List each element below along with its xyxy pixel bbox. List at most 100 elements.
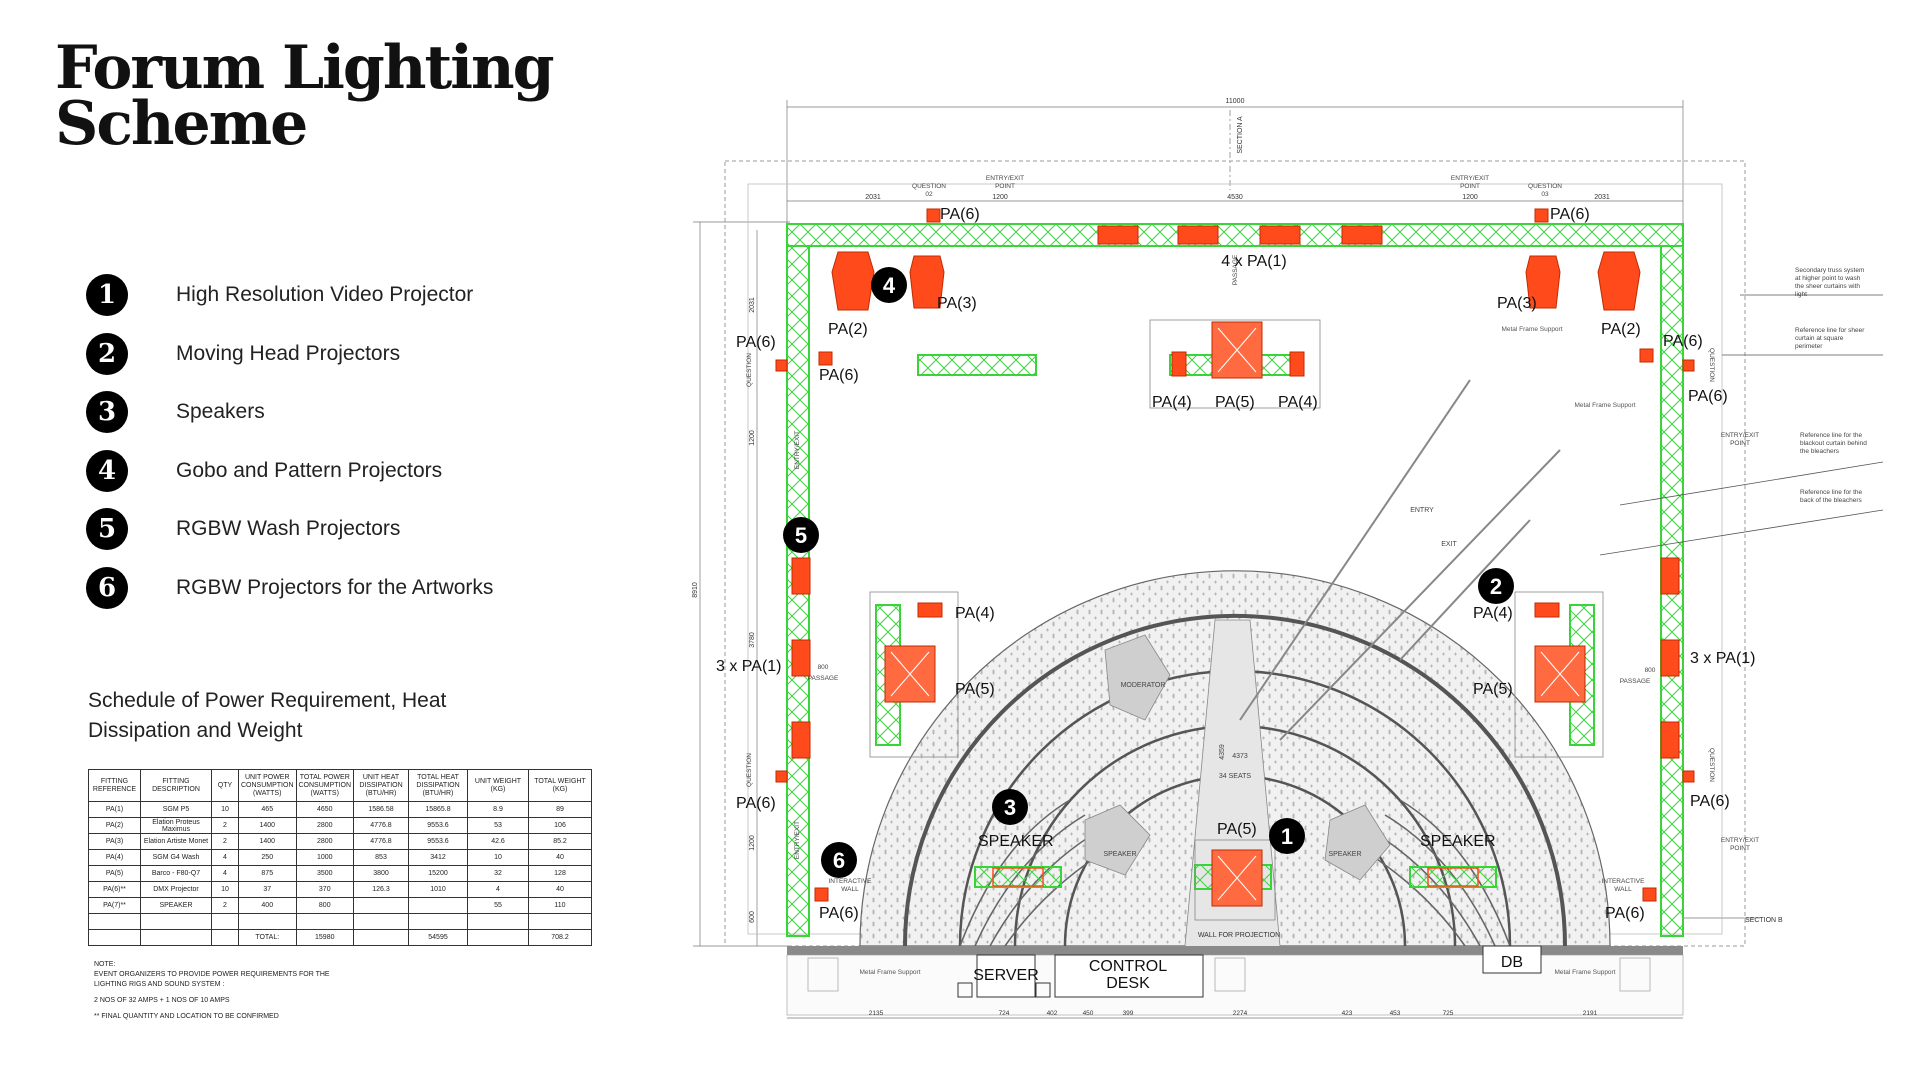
metal-frame-label: Metal Frame Support (1574, 402, 1635, 409)
pa-label: PA(6) (819, 367, 859, 384)
dimension-label: 1200 (1462, 194, 1478, 201)
passage-label: PASSAGE (808, 675, 839, 682)
top-truss-fixture (1177, 225, 1219, 245)
pa-label: PA(4) (1473, 605, 1513, 622)
dmx-fixture (814, 887, 829, 902)
entry-exit-point-label: POINT (1730, 440, 1750, 447)
entry-exit-point-label: POINT (995, 183, 1015, 190)
callout-note: at higher point to wash (1795, 275, 1861, 282)
question-label: QUESTION (1708, 748, 1715, 782)
dimension-label: 1200 (992, 194, 1008, 201)
dimension-label: 2274 (1233, 1010, 1248, 1017)
dimension-label: 4373 (1232, 753, 1248, 760)
question-label: QUESTION (1708, 348, 1715, 382)
fixture-details (890, 327, 1580, 901)
legend-label: RGBW Projectors for the Artworks (176, 575, 494, 599)
dimension-label: 2191 (1583, 1010, 1598, 1017)
question-label: QUESTION (1528, 183, 1562, 190)
dimension-label: 800 (818, 664, 829, 671)
marker-circle (1269, 818, 1305, 854)
note-line: EVENT ORGANIZERS TO PROVIDE POWER REQUIR… (94, 971, 330, 978)
moderator-label: MODERATOR (1121, 682, 1166, 689)
dmx-fixture (775, 359, 788, 372)
top-truss-fixture (1097, 225, 1139, 245)
side-fixture (791, 721, 811, 759)
table-header-cell: QTY (211, 769, 239, 802)
dimension-label: 450 (1083, 1010, 1094, 1017)
callout-note: blackout curtain behind (1800, 440, 1867, 447)
pa-label: 3 x PA(1) (716, 658, 782, 675)
dimension-label: 800 (1645, 667, 1656, 674)
entry-exit-label: ENTRY/EXIT (1721, 837, 1759, 844)
table-header-cell: UNIT POWER CONSUMPTION (WATTS) (238, 769, 297, 802)
marker-number: 2 (1490, 574, 1502, 599)
marker-number: 6 (833, 848, 845, 873)
dimension-label: 8910 (692, 582, 699, 598)
bottom-dimension-labels: 2135 724 402 450 399 2274 423 453 725 21… (869, 1010, 1598, 1017)
dimension-label: 2031 (865, 194, 881, 201)
entry-exit-label: ENTRY/EXIT (1721, 432, 1759, 439)
entry-exit-point-label: ENTRY/EXIT (794, 431, 801, 469)
pa-label: SPEAKER (978, 833, 1054, 850)
pa-label: PA(6) (736, 334, 776, 351)
marker-number: 5 (795, 523, 807, 548)
dimension-label: 402 (1047, 1010, 1058, 1017)
side-fixture (791, 639, 811, 677)
wall-projection-label: WALL FOR PROJECTION (1198, 932, 1280, 939)
legend-label: RGBW Wash Projectors (176, 517, 401, 541)
schedule-notes: NOTE: EVENT ORGANIZERS TO PROVIDE POWER … (94, 960, 330, 1022)
callout-note: Reference line for sheer (1795, 327, 1865, 334)
legend-label: Moving Head Projectors (176, 341, 401, 365)
marker-circle (992, 789, 1028, 825)
dimension-label: 1200 (749, 430, 756, 446)
table-header-cell: TOTAL WEIGHT (KG) (528, 769, 592, 802)
note-heading: NOTE: (94, 961, 116, 968)
pa-label: PA(6) (1605, 905, 1645, 922)
marker-circle (821, 842, 857, 878)
question-label: QUESTION (746, 353, 753, 387)
dimension-label: 4530 (1227, 194, 1243, 201)
dimension-label: 11000 (1226, 98, 1245, 105)
pa-label: PA(6) (1688, 388, 1728, 405)
pa-label: 4 x PA(1) (1221, 253, 1287, 270)
side-fixture (1660, 639, 1680, 677)
entry-exit-point-label: POINT (1460, 183, 1480, 190)
legend-number-badge: 2 (86, 332, 128, 375)
interactive-label: INTERACTIVE (1602, 878, 1646, 885)
dimension-label: 1200 (749, 835, 756, 851)
callout-note-text: Secondary truss system at higher point t… (1795, 267, 1867, 504)
entry-label: ENTRY (1410, 507, 1434, 514)
legend-number-badge: 4 (86, 449, 128, 492)
dimension-label: 3780 (749, 632, 756, 648)
seats-label: 34 SEATS (1219, 773, 1251, 780)
note-line: LIGHTING RIGS AND SOUND SYSTEM : (94, 981, 225, 988)
pa-label: PA(5) (1473, 681, 1513, 698)
pa-label: 3 x PA(1) (1690, 650, 1756, 667)
audience-area (859, 379, 1611, 947)
dimension-label: 4359 (1219, 744, 1226, 760)
metal-frame-label: Metal Frame Support (1554, 969, 1615, 976)
legend-label: Speakers (176, 400, 265, 424)
marker-circle (1478, 568, 1514, 604)
interactive-label: INTERACTIVE (829, 878, 873, 885)
entry-exit-label: ENTRY/EXIT (1451, 175, 1489, 182)
wall-label: WALL (841, 886, 859, 893)
dmx-fixture (1682, 770, 1695, 783)
callout-note: light (1795, 291, 1807, 298)
table-header-cell: UNIT HEAT DISSIPATION (BTU/HR) (353, 769, 409, 802)
schedule-title: Schedule of Power Requirement, Heat Diss… (88, 689, 447, 742)
table-cell (211, 929, 239, 946)
pa-label: PA(6) (736, 795, 776, 812)
side-fixture (1660, 557, 1680, 595)
speaker-small-label: SPEAKER (1328, 851, 1361, 858)
pa-label: PA(6) (940, 206, 980, 223)
marker-number: 3 (1004, 795, 1016, 820)
